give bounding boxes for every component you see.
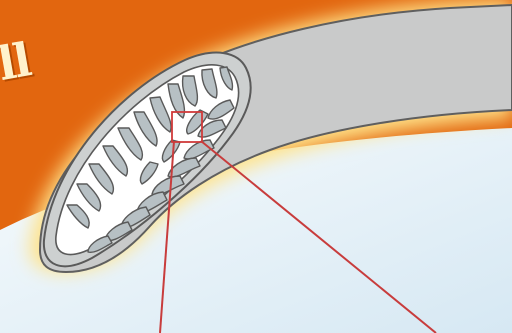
illustration [0,0,512,333]
mitochondrion-scene: ll [0,0,512,333]
